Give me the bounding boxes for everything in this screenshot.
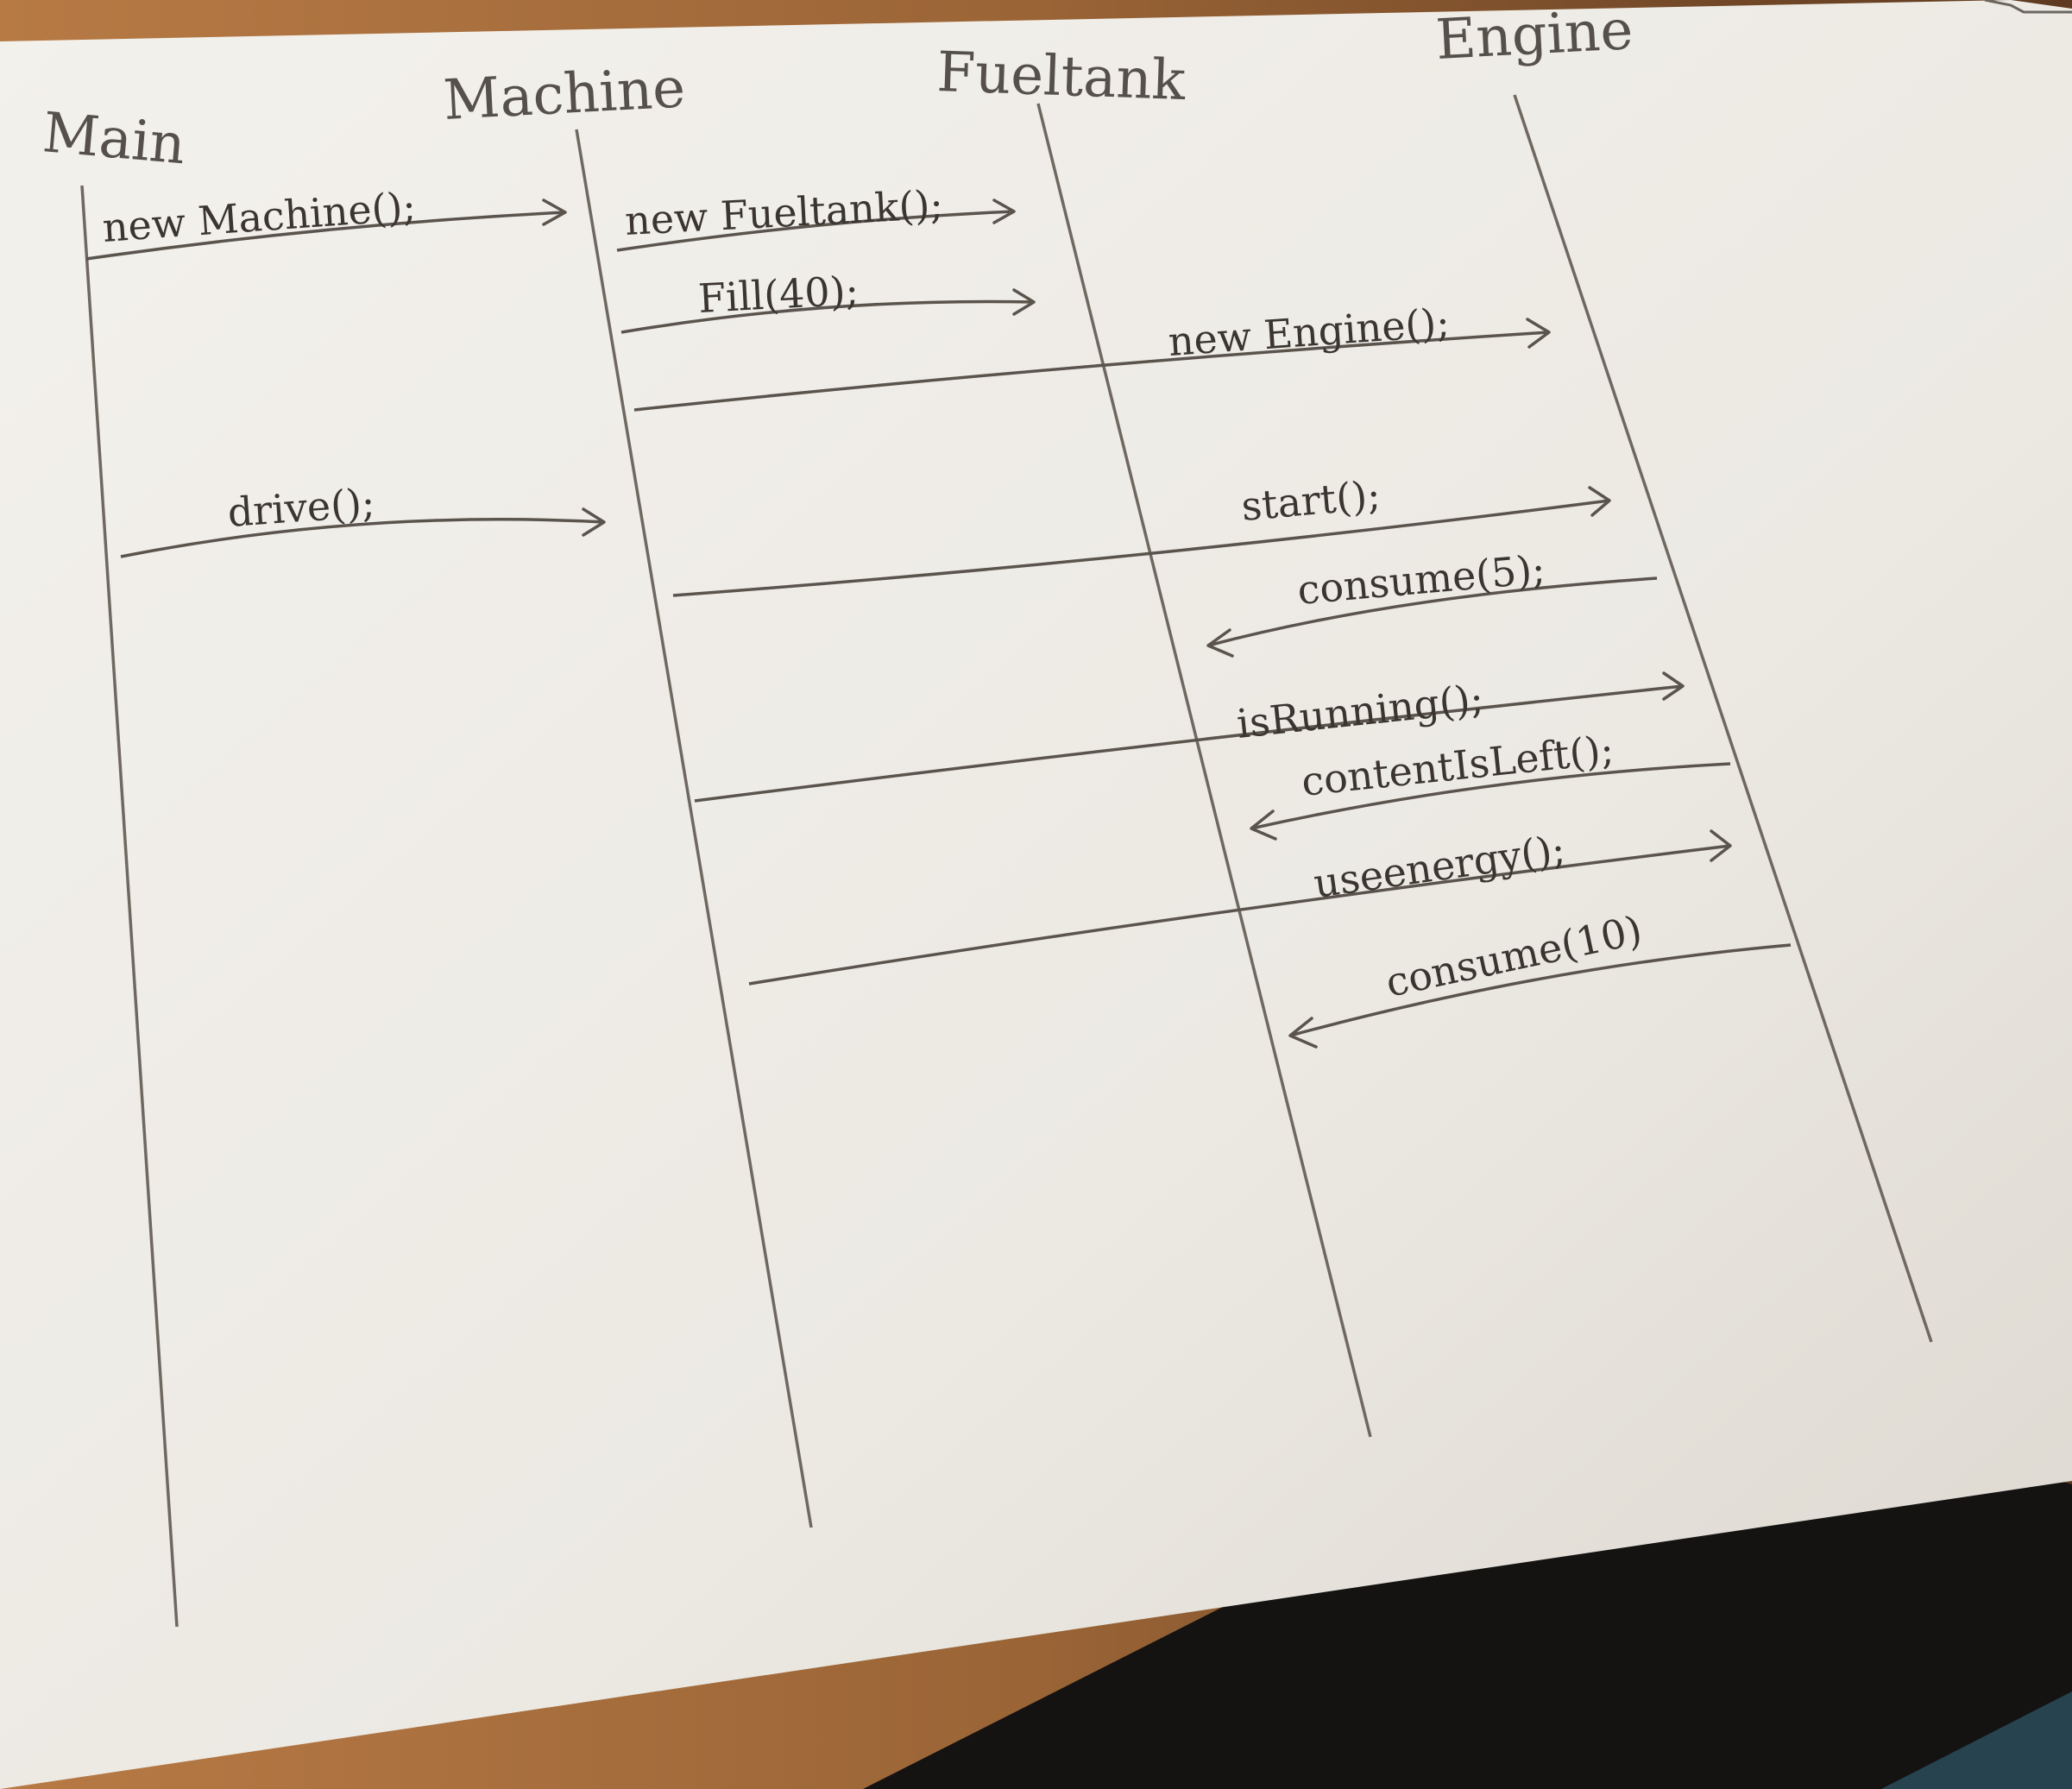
message-label: drive(); — [226, 479, 376, 536]
participant-fueltank-label: Fueltank — [935, 41, 1187, 113]
lifeline-machine — [575, 129, 813, 1528]
participant-main-label: Main — [41, 101, 188, 177]
lifeline-main — [80, 185, 179, 1628]
message-label: Fill(40); — [697, 267, 860, 322]
lifeline-engine — [1513, 94, 1933, 1343]
lifelines — [80, 94, 1933, 1628]
lifeline-fueltank — [1036, 103, 1372, 1438]
dark-cloth — [863, 1450, 2072, 1789]
message-fill: Fill(40); — [620, 267, 1036, 334]
message-drive: drive(); — [120, 479, 606, 558]
paper-corner-fold — [1984, 0, 2072, 14]
blue-cloth — [1881, 1691, 2072, 1789]
participant-machine-label: Machine — [442, 56, 687, 133]
participant-engine-label: Engine — [1434, 0, 1634, 72]
participant-headings: Main Machine Fueltank Engine — [41, 0, 1634, 177]
messages: new Machine(); new Fueltank(); Fill(40);… — [85, 181, 1792, 1049]
